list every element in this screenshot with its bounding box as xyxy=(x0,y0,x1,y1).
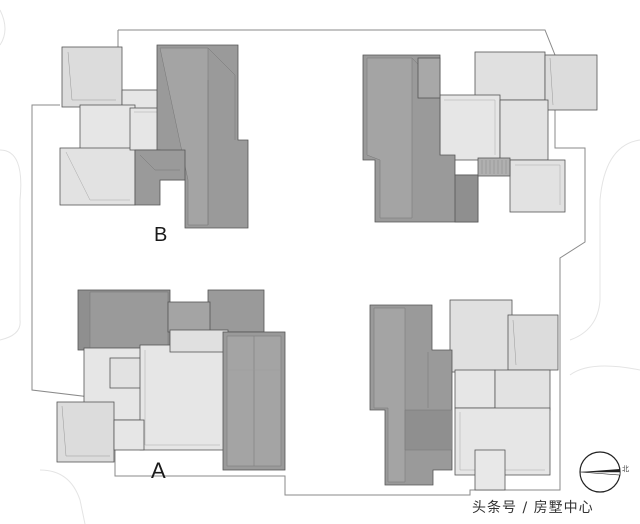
block-a-label: A xyxy=(151,458,166,483)
block-b-label: B xyxy=(154,224,168,246)
north-arrow xyxy=(579,451,621,493)
building-a xyxy=(56,289,286,471)
building-b xyxy=(59,44,249,229)
building-top-right xyxy=(362,51,598,223)
north-label: 北 xyxy=(622,466,629,473)
watermark: 头条号 / 房墅中心 xyxy=(472,500,594,516)
building-bottom-right xyxy=(369,299,559,491)
background-curves xyxy=(0,9,640,524)
